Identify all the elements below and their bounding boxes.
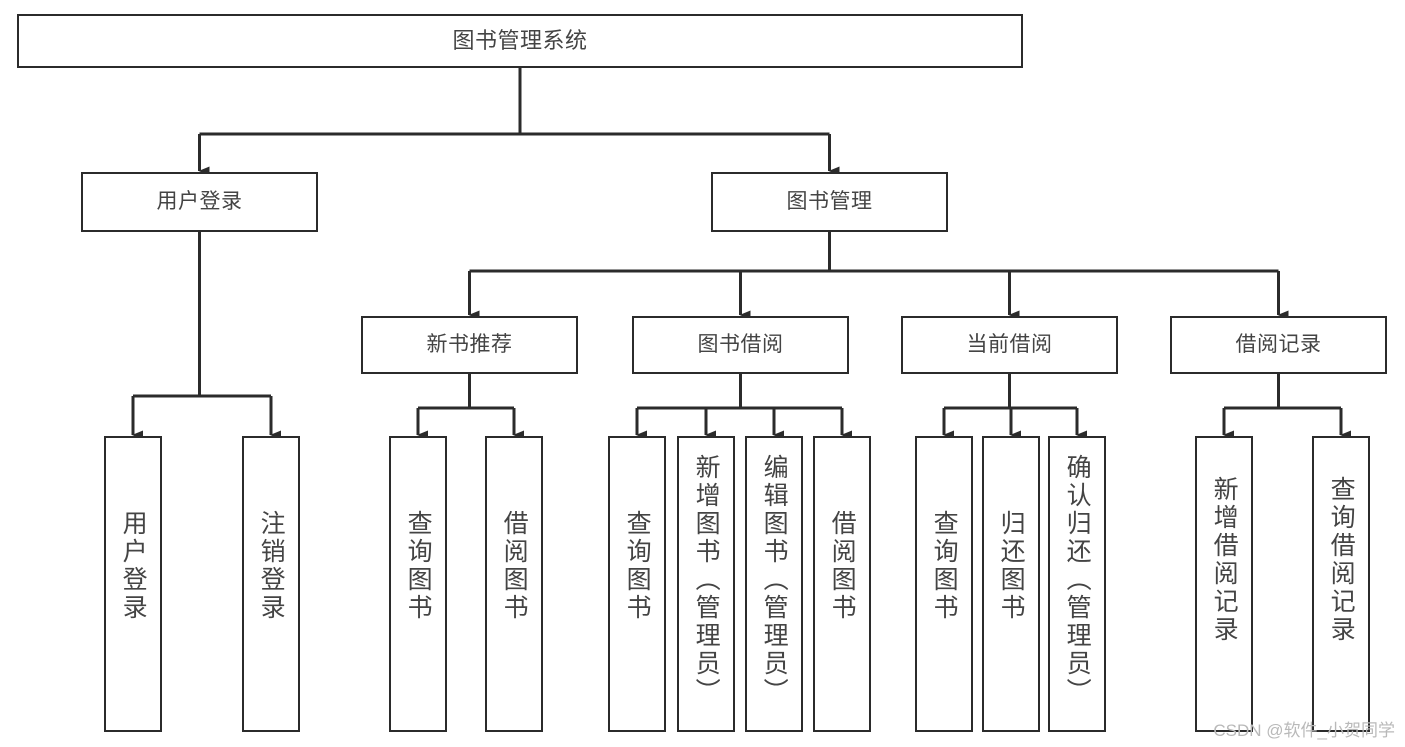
- node-book-manage[interactable]: 图书管理: [711, 172, 948, 232]
- node-leaf-user-login[interactable]: 用户登录: [104, 436, 162, 732]
- node-label-leaf-cur-return-book: 归还图书: [997, 510, 1026, 622]
- node-current-borrow[interactable]: 当前借阅: [901, 316, 1118, 374]
- node-label-leaf-borrow-query-book: 查询图书: [623, 510, 652, 622]
- node-root[interactable]: 图书管理系统: [17, 14, 1023, 68]
- node-label-book-manage: 图书管理: [786, 190, 873, 214]
- node-label-new-book-rec: 新书推荐: [426, 333, 513, 357]
- node-label-leaf-borrow-add-book: 新增图书（管理员）: [692, 454, 721, 706]
- node-user-login[interactable]: 用户登录: [81, 172, 318, 232]
- node-leaf-cur-query-book[interactable]: 查询图书: [915, 436, 973, 732]
- node-label-user-login: 用户登录: [156, 190, 243, 214]
- node-leaf-rec-borrow-book[interactable]: 借阅图书: [485, 436, 543, 732]
- node-leaf-rec-add-record[interactable]: 新增借阅记录: [1195, 436, 1253, 732]
- node-leaf-borrow-add-book[interactable]: 新增图书（管理员）: [677, 436, 735, 732]
- node-new-book-rec[interactable]: 新书推荐: [361, 316, 578, 374]
- node-label-current-borrow: 当前借阅: [966, 333, 1053, 357]
- node-label-leaf-cur-confirm-return: 确认归还（管理员）: [1063, 454, 1092, 706]
- node-label-leaf-rec-add-record: 新增借阅记录: [1210, 476, 1239, 644]
- node-label-leaf-cur-query-book: 查询图书: [930, 510, 959, 622]
- node-leaf-rec-query-record[interactable]: 查询借阅记录: [1312, 436, 1370, 732]
- node-label-leaf-borrow-edit-book: 编辑图书（管理员）: [760, 454, 789, 706]
- node-label-leaf-user-logout: 注销登录: [257, 510, 286, 622]
- node-label-root: 图书管理系统: [452, 27, 588, 53]
- node-leaf-borrow-borrow-book[interactable]: 借阅图书: [813, 436, 871, 732]
- node-leaf-borrow-edit-book[interactable]: 编辑图书（管理员）: [745, 436, 803, 732]
- node-label-borrow-record: 借阅记录: [1235, 333, 1322, 357]
- node-label-leaf-rec-query-record: 查询借阅记录: [1327, 476, 1356, 644]
- node-label-book-borrow: 图书借阅: [697, 333, 784, 357]
- node-label-leaf-rec-borrow-book: 借阅图书: [500, 510, 529, 622]
- node-borrow-record[interactable]: 借阅记录: [1170, 316, 1387, 374]
- node-label-leaf-user-login: 用户登录: [119, 510, 148, 622]
- node-leaf-cur-return-book[interactable]: 归还图书: [982, 436, 1040, 732]
- node-book-borrow[interactable]: 图书借阅: [632, 316, 849, 374]
- node-label-leaf-rec-query-book: 查询图书: [404, 510, 433, 622]
- node-leaf-cur-confirm-return[interactable]: 确认归还（管理员）: [1048, 436, 1106, 732]
- node-label-leaf-borrow-borrow-book: 借阅图书: [828, 510, 857, 622]
- node-leaf-borrow-query-book[interactable]: 查询图书: [608, 436, 666, 732]
- node-leaf-user-logout[interactable]: 注销登录: [242, 436, 300, 732]
- node-leaf-rec-query-book[interactable]: 查询图书: [389, 436, 447, 732]
